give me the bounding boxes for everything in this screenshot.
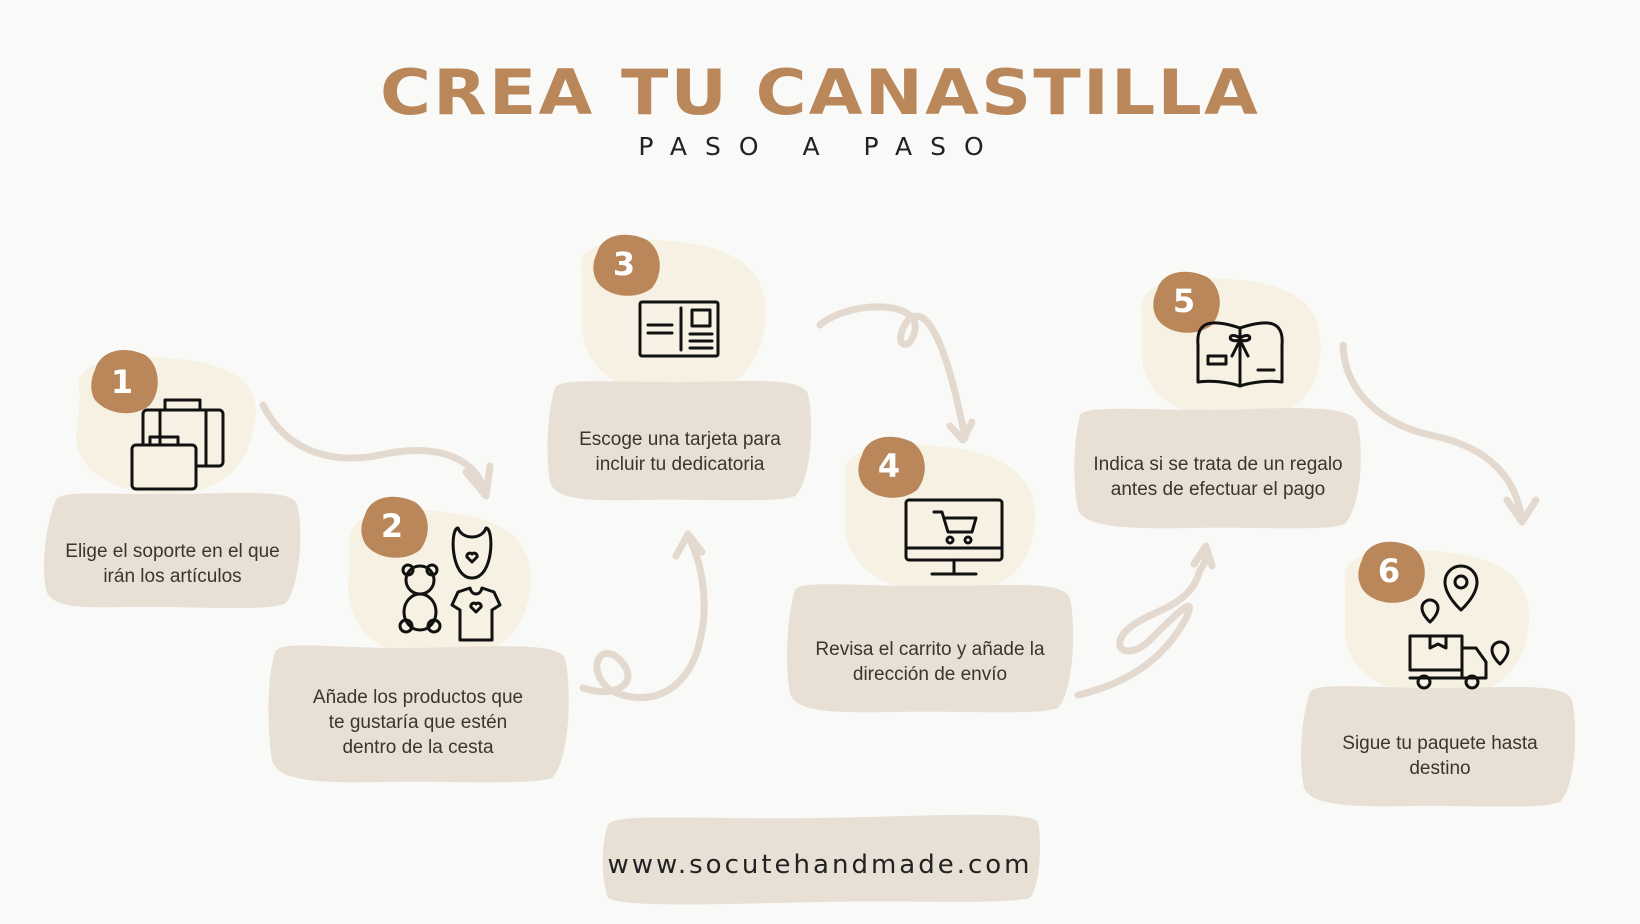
step-4-number: 4: [877, 447, 901, 485]
step-6-card: [1301, 686, 1576, 807]
arrow-4-to-5-head: [1190, 542, 1216, 570]
step-1-text: Elige el soporte en el que irán los artí…: [50, 539, 295, 589]
step-5-number: 5: [1172, 282, 1196, 320]
step-5-card: [1074, 408, 1361, 529]
step-2-number: 2: [380, 507, 404, 545]
step-3-text-line: incluir tu dedicatoria: [595, 454, 765, 475]
step-1-text-line: Elige el soporte en el que: [65, 541, 280, 562]
step-3-card: [547, 381, 812, 501]
step-4-card: [787, 584, 1074, 713]
arrow-4-to-5: [1074, 546, 1210, 699]
step-4-text: Revisa el carrito y añade la dirección d…: [795, 637, 1065, 687]
step-5-text-line: antes de efectuar el pago: [1110, 479, 1326, 500]
step-2-badge: [361, 496, 428, 558]
url-banner: [602, 814, 1040, 905]
arrow-2-to-3-head: [672, 530, 706, 560]
arrow-1-to-2: [259, 401, 489, 494]
arrow-5-to-6-head: [1503, 496, 1540, 526]
step-2-text-line: te gustaría que estén: [328, 712, 508, 733]
step-3-text-line: Escoge una tarjeta para: [579, 429, 781, 450]
step-1-badge: [91, 350, 158, 414]
step-5-text-line: Indica si se trata de un regalo: [1093, 454, 1343, 475]
gift-wrap-icon: [1196, 321, 1284, 388]
step-4-text-line: dirección de envío: [852, 664, 1008, 685]
step-6-text-line: destino: [1409, 758, 1471, 779]
step-1-text-line: irán los artículos: [103, 566, 242, 587]
step-1-number: 1: [110, 363, 134, 401]
step-1-card: [43, 492, 301, 609]
step-2-card: [268, 645, 569, 783]
step-2-text: Añade los productos que te gustaría que …: [278, 685, 558, 760]
step-4-badge: [858, 436, 925, 498]
step-5-badge: [1153, 271, 1220, 333]
step-3-text: Escoge una tarjeta para incluir tu dedic…: [555, 427, 805, 477]
step-6-text: Sigue tu paquete hasta destino: [1310, 731, 1570, 781]
delivery-truck-icon: [1408, 564, 1510, 690]
arrow-1-to-2-head: [462, 462, 494, 500]
page-subtitle: PASO A PASO: [638, 132, 1002, 161]
step-6-number: 6: [1377, 552, 1401, 590]
step-2-text-line: Añade los productos que: [312, 687, 524, 708]
suitcase-icon: [130, 398, 225, 491]
arrow-3-to-4-head: [946, 418, 976, 444]
step-5-text: Indica si se trata de un regalo antes de…: [1080, 452, 1356, 502]
page-title: CREA TU CANASTILLA: [379, 56, 1261, 129]
step-4-text-line: Revisa el carrito y añade la: [815, 639, 1045, 660]
arrow-2-to-3: [579, 536, 708, 702]
step-6-text-line: Sigue tu paquete hasta: [1342, 733, 1538, 754]
arrow-3-to-4: [816, 303, 969, 442]
step-3-badge: [593, 234, 660, 296]
computer-cart-icon: [904, 498, 1004, 576]
arrow-5-to-6: [1339, 341, 1526, 524]
step-3-number: 3: [612, 245, 636, 283]
website-url[interactable]: www.socutehandmade.com: [607, 850, 1033, 880]
step-2-text-line: dentro de la cesta: [342, 737, 494, 758]
postcard-icon: [638, 300, 720, 358]
baby-products-icon: [398, 526, 502, 642]
step-6-badge: [1358, 541, 1425, 603]
